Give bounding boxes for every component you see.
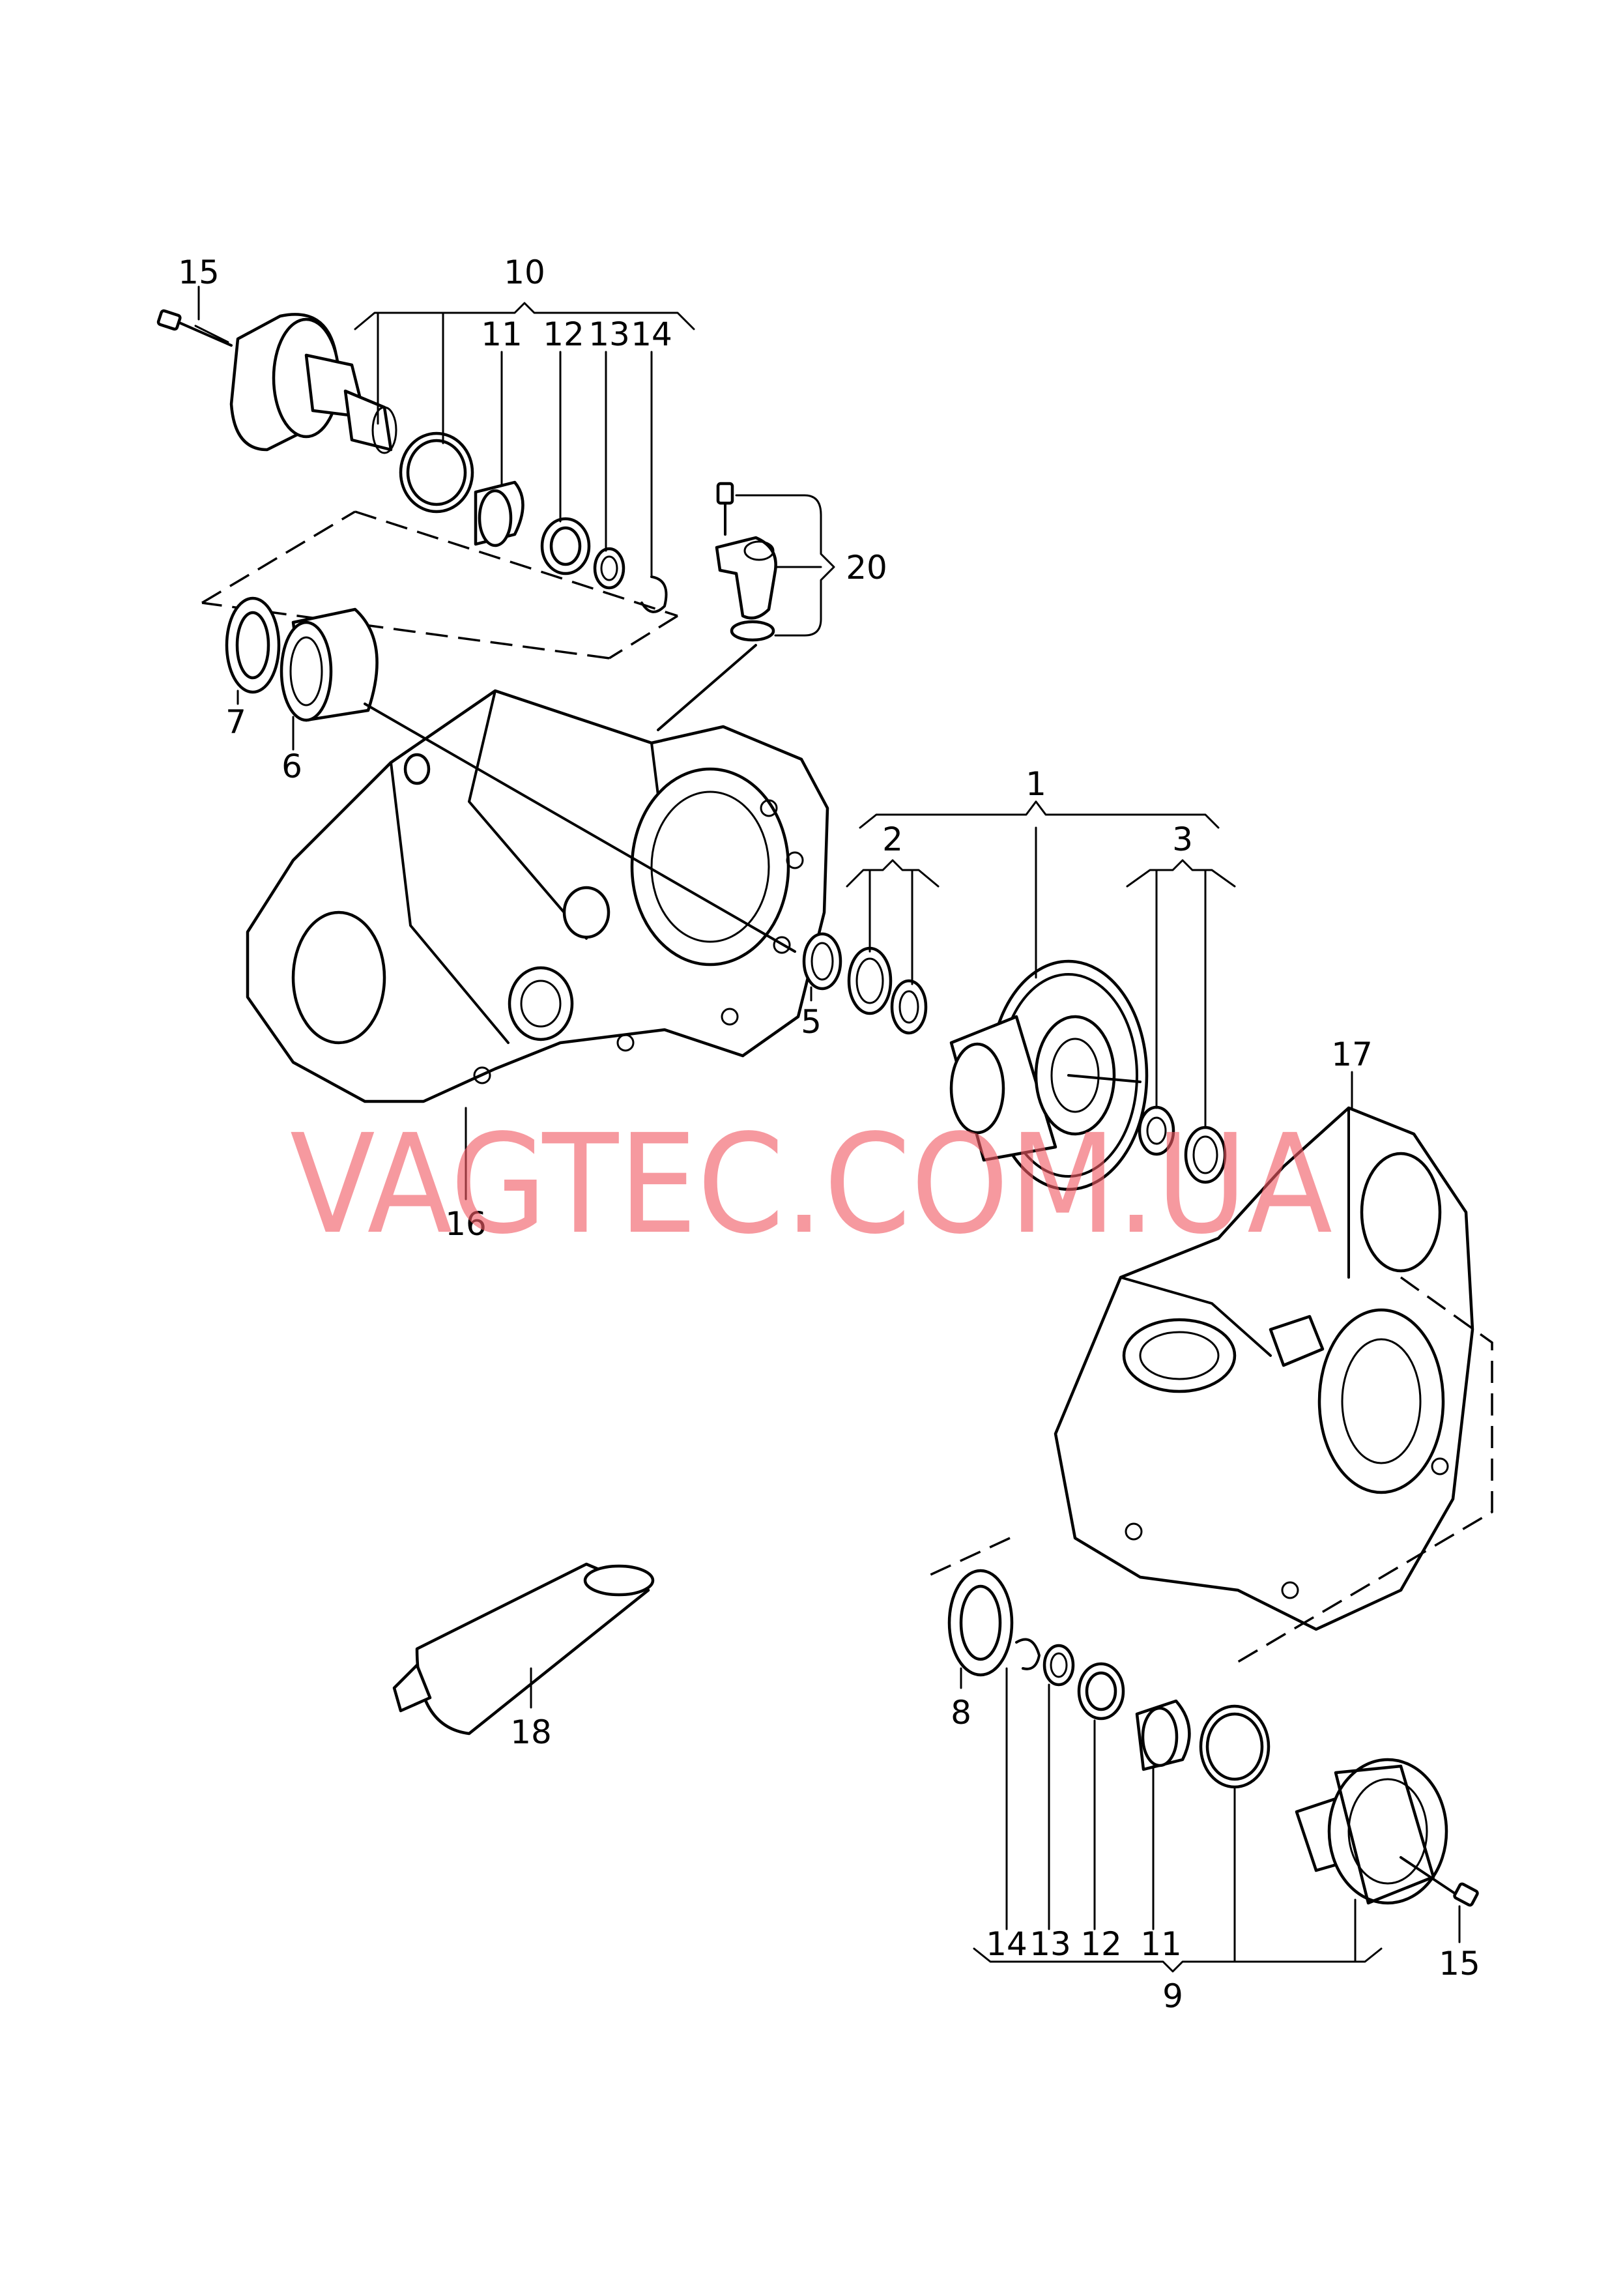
callout-10: 10 [504, 254, 545, 291]
callout-15-top: 15 [178, 254, 220, 291]
bearing-outer-race-part-3[interactable] [1184, 1126, 1227, 1184]
snap-ring-bottom[interactable] [1015, 1638, 1041, 1670]
bearing-outer-race-part-2[interactable] [847, 946, 893, 1015]
callout-15-bot: 15 [1439, 1945, 1480, 1983]
dashed-group-outline-right [925, 1276, 1493, 1663]
bearing-inner-race-bottom[interactable] [1135, 1699, 1191, 1771]
output-flange-bottom[interactable] [1295, 1758, 1448, 1905]
bearing-ring-top[interactable] [540, 517, 591, 575]
dashed-group-outline-top [201, 510, 678, 660]
callout-6: 6 [281, 748, 302, 785]
callout-8: 8 [951, 1694, 971, 1732]
watermark-text: VAGTEC.COM.UA [290, 1105, 1332, 1264]
callout-16: 16 [445, 1205, 487, 1243]
callout-20: 20 [846, 549, 887, 587]
callout-14-bot: 14 [986, 1925, 1027, 1963]
callout-5: 5 [801, 1003, 822, 1041]
circlip-ring-top[interactable] [399, 431, 474, 514]
callout-13-top: 13 [588, 315, 630, 353]
speed-sensor[interactable] [715, 536, 777, 620]
bearing-inner-race-top[interactable] [474, 480, 524, 547]
callout-18: 18 [510, 1713, 552, 1751]
callout-7: 7 [225, 703, 246, 741]
flange-bolt-bottom[interactable] [1400, 1856, 1479, 1907]
flange-bolt-top[interactable] [156, 309, 233, 347]
bearing-ring-bottom[interactable] [1077, 1662, 1125, 1721]
transmission-housing-right[interactable] [1054, 1106, 1474, 1631]
callout-13-bot: 13 [1029, 1925, 1071, 1963]
callout-11-top: 11 [481, 315, 523, 353]
snap-ring-top[interactable] [640, 575, 668, 613]
callout-leaders [197, 285, 1461, 1973]
housing-axis-line [364, 703, 796, 953]
sensor-o-ring[interactable] [730, 620, 775, 642]
differential-gear-part-1[interactable] [949, 959, 1149, 1191]
output-flange-top[interactable] [229, 313, 397, 454]
callout-12-bot: 12 [1080, 1925, 1122, 1963]
oil-seal-part-8[interactable] [947, 1569, 1014, 1677]
shim-part-5[interactable] [802, 932, 842, 991]
callout-9: 9 [1162, 1977, 1183, 2015]
sealant-tube-part-18[interactable] [392, 1562, 655, 1736]
sensor-bolt[interactable] [716, 482, 734, 536]
callout-2: 2 [882, 821, 903, 858]
callout-14-top: 14 [631, 315, 672, 353]
callout-3: 3 [1172, 821, 1193, 858]
oil-seal-part-7[interactable] [225, 596, 281, 694]
transmission-housing-left[interactable] [246, 689, 829, 1103]
spacer-ring-bottom[interactable] [1042, 1644, 1075, 1687]
shaft-seal-part-6[interactable] [280, 607, 379, 722]
circlip-ring-bottom[interactable] [1199, 1704, 1271, 1789]
callout-12-top: 12 [543, 315, 584, 353]
callout-17: 17 [1331, 1036, 1373, 1073]
callout-1: 1 [1026, 765, 1046, 803]
taper-bearing-part-3[interactable] [1138, 1105, 1175, 1156]
spacer-ring-top[interactable] [593, 547, 625, 590]
callout-11-bot: 11 [1140, 1925, 1182, 1963]
sensor-leader [657, 644, 757, 731]
taper-bearing-part-2[interactable] [890, 979, 928, 1035]
